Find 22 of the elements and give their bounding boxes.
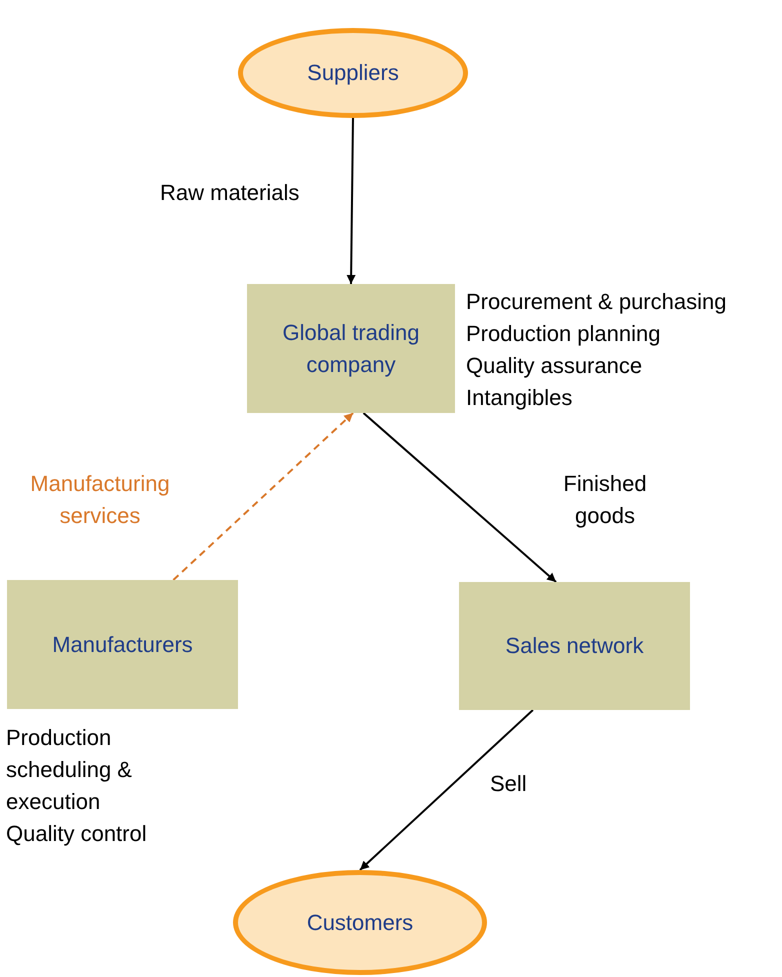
arrow <box>346 118 356 284</box>
annotation-text: Production scheduling & execution <box>6 724 133 816</box>
annotation-text: Production planning <box>466 320 662 348</box>
annotation-text: Quality control <box>6 820 148 848</box>
annotation-text: Procurement & purchasing <box>466 288 728 316</box>
process-box <box>7 580 238 709</box>
process-box <box>459 582 690 710</box>
node-label: Suppliers <box>306 59 400 87</box>
node-label: Sales network <box>504 632 645 660</box>
node-label: Customers <box>306 908 414 936</box>
annotation-text: Intangibles <box>466 384 574 412</box>
node-label: Manufacturers <box>51 630 194 658</box>
arrow <box>359 709 534 871</box>
node-label: Global trading company <box>282 318 420 379</box>
edge-label: Manufacturing services <box>29 470 171 530</box>
edge-label: Finished goods <box>562 470 648 530</box>
edge-label: Sell <box>490 770 528 798</box>
annotation-text: Quality assurance <box>466 352 644 380</box>
edge-label: Raw materials <box>160 179 300 207</box>
process-box <box>247 284 455 413</box>
arrow <box>362 412 557 583</box>
dashed-arrow <box>172 412 354 581</box>
